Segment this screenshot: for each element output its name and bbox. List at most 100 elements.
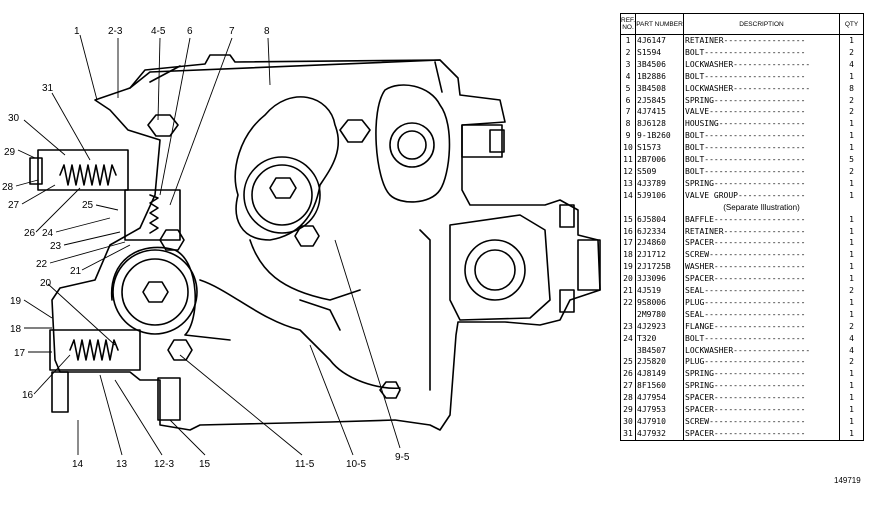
upper-relief-valve-body: [37, 149, 129, 191]
description-cell: SPRING-------------------: [683, 368, 840, 381]
qty-cell: 1: [839, 427, 864, 441]
qty-cell: 1: [839, 213, 864, 226]
callout-17: 17: [14, 348, 26, 359]
side-flange-port: [464, 239, 526, 301]
description-cell: (Separate Illustration): [683, 201, 840, 214]
leader-4-5: [157, 37, 161, 121]
leader-1: [79, 34, 98, 101]
leader-13: [99, 374, 123, 456]
qty-cell: 1: [839, 142, 864, 155]
lower-bore: [112, 249, 198, 335]
bottom-screw: [51, 371, 69, 413]
part-number-cell: 2M9780: [635, 308, 684, 321]
part-number-cell: 2J1712: [635, 249, 684, 262]
description-cell: SPACER-------------------: [683, 404, 840, 416]
description-cell: SCREW--------------------: [683, 249, 840, 262]
leader-29: [17, 149, 36, 159]
callout-20: 20: [40, 278, 52, 289]
leader-6: [159, 37, 191, 196]
header-part-number: PART NUMBER: [635, 13, 684, 35]
leader-10-5: [309, 344, 354, 456]
qty-cell: 2: [839, 94, 864, 107]
part-number-cell: S1594: [635, 46, 684, 59]
port-fitting: [461, 124, 503, 158]
bolt-head-3: [159, 229, 185, 251]
ref-cell: 14: [620, 189, 636, 202]
qty-cell: 2: [839, 46, 864, 59]
callout-29: 29: [4, 147, 16, 158]
ref-cell: 11: [620, 154, 636, 166]
callout-14: 14: [72, 459, 84, 470]
valve-spool: [124, 189, 181, 241]
qty-cell: 1: [839, 225, 864, 238]
description-cell: SEAL---------------------: [683, 285, 840, 297]
leader-8: [267, 37, 271, 86]
upper-bore: [243, 156, 321, 234]
part-number-cell: 5J9106: [635, 189, 684, 202]
qty-cell: 1: [839, 249, 864, 262]
top-rim: [149, 61, 443, 93]
upper-bore-inner: [251, 164, 313, 226]
leader-12-3: [114, 379, 163, 456]
pump-housing-diagram: 1 2-3 4-5 6 7 8 31 30 29 28 27 26 25 24 …: [2, 26, 601, 470]
callout-1: 1: [74, 26, 80, 37]
description-cell: LOCKWASHER----------------: [683, 344, 840, 357]
port-flange-opening: [389, 122, 435, 168]
description-cell: RETAINER-----------------: [683, 225, 840, 238]
ref-cell: 10: [620, 142, 636, 155]
qty-cell: 2: [839, 320, 864, 333]
description-cell: LOCKWASHER----------------: [683, 82, 840, 95]
qty-cell: 1: [839, 392, 864, 405]
ref-cell: 27: [620, 380, 636, 393]
qty-cell: 1: [839, 177, 864, 190]
part-number-cell: 6J2334: [635, 225, 684, 238]
part-number-cell: S509: [635, 165, 684, 178]
callout-15: 15: [199, 459, 211, 470]
part-number-cell: 2J1725B: [635, 261, 684, 274]
qty-cell: 1: [839, 404, 864, 416]
ref-cell: 6: [620, 94, 636, 107]
internal-passage-4: [299, 299, 341, 331]
upper-bore-housing: [234, 96, 340, 241]
ref-cell: 17: [620, 237, 636, 250]
ref-cell: 4: [620, 70, 636, 83]
ref-cell: 21: [620, 285, 636, 297]
ref-cell: [620, 308, 636, 321]
table-row: (Separate Illustration): [620, 201, 864, 214]
ref-cell: 20: [620, 273, 636, 286]
qty-cell: 1: [839, 237, 864, 250]
ref-cell: 16: [620, 225, 636, 238]
description-cell: BOLT---------------------: [683, 130, 840, 143]
ref-cell: [620, 201, 636, 214]
qty-cell: 1: [839, 308, 864, 321]
side-flange-stud-bottom: [559, 289, 575, 313]
ref-cell: 29: [620, 404, 636, 416]
part-number-cell: 9S8006: [635, 296, 684, 309]
ref-cell: 18: [620, 249, 636, 262]
qty-cell: 1: [839, 70, 864, 83]
ref-cell: 31: [620, 427, 636, 441]
side-flange-stud-top: [559, 204, 575, 228]
callout-13: 13: [116, 459, 128, 470]
leader-27: [21, 184, 56, 205]
qty-cell: 2: [839, 106, 864, 119]
part-number-cell: 3J3096: [635, 273, 684, 286]
valve-spring: [149, 194, 159, 234]
ref-cell: 9: [620, 130, 636, 143]
lower-hex-plug: [142, 281, 169, 303]
description-cell: SPACER-------------------: [683, 427, 840, 441]
qty-cell: 1: [839, 273, 864, 286]
